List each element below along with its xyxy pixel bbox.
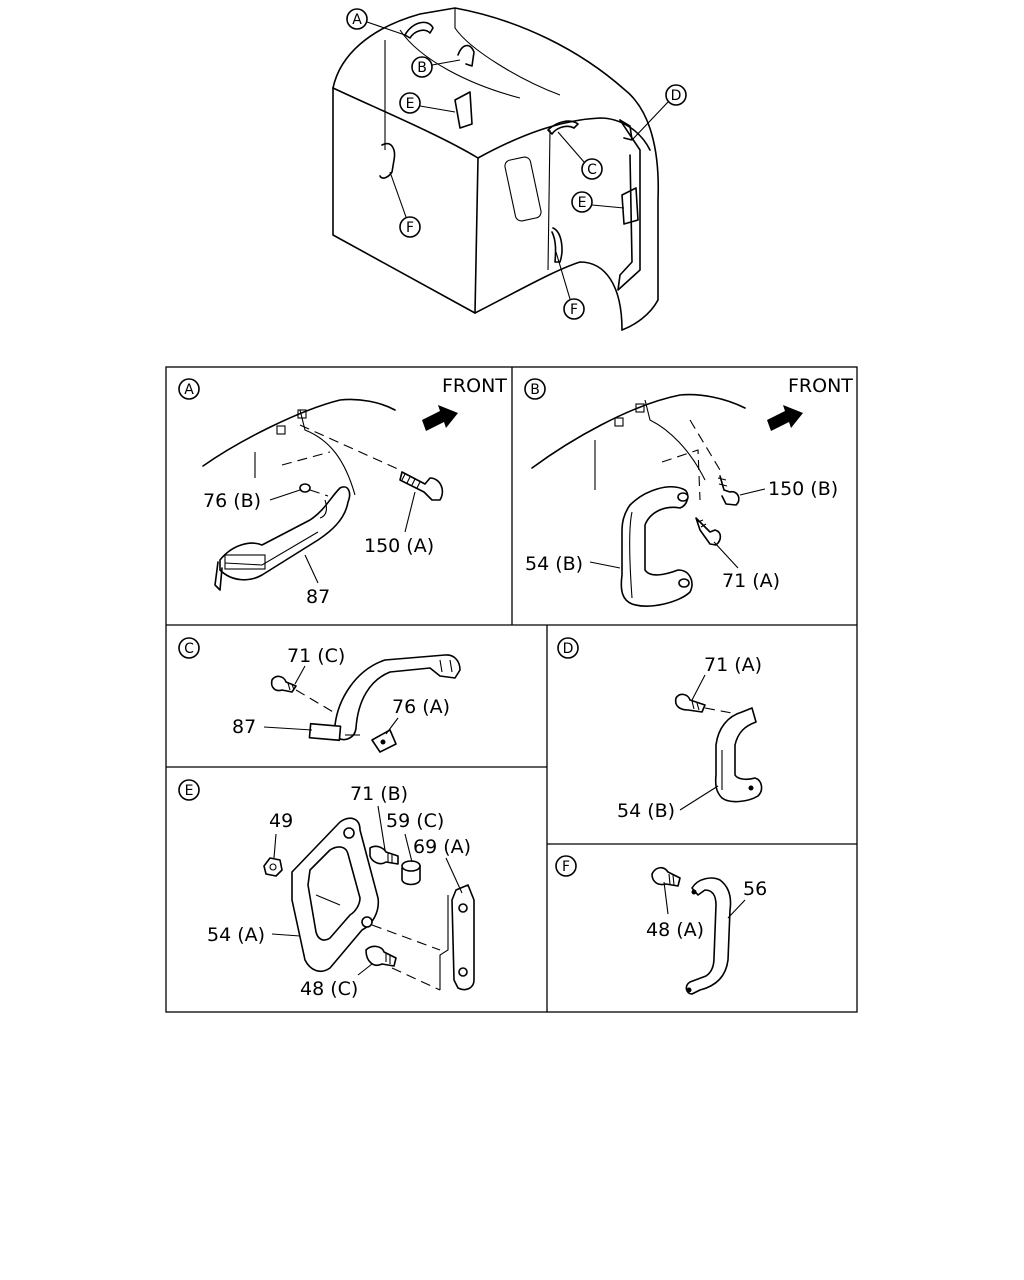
panel-C-letter: C [184,641,194,657]
panel-F-letter: F [562,859,570,875]
label-69a: 69 (A) [413,836,471,858]
bolt-71c [270,675,297,693]
label-71c: 71 (C) [287,645,345,667]
label-59c: 59 (C) [386,810,444,832]
cab-overview-drawing [332,7,660,331]
bracket-54a [291,817,380,972]
bracket-69a [439,884,475,991]
bolt-150b [717,475,740,506]
handle-56 [685,877,732,995]
panel-D: D 71 (A) 54 (B) [557,637,763,822]
label-48c: 48 (C) [300,978,358,1000]
label-76a: 76 (A) [392,696,450,718]
bolt-48c [365,945,397,967]
panel-B-letter: B [530,382,540,398]
callout-F-right: F [570,302,578,318]
callout-E-right: E [578,195,587,211]
label-56: 56 [743,878,767,900]
panel-C: C 71 (C) 76 (A) 87 [178,637,461,753]
collar-59c [401,860,421,886]
bolt-71a-b [695,517,722,546]
panel-D-letter: D [563,641,574,657]
label-54b-d: 54 (B) [617,800,675,822]
label-150b: 150 (B) [768,478,838,500]
panel-E: E [178,779,475,1000]
callout-B: B [417,60,427,76]
label-87-a: 87 [306,586,330,608]
label-49: 49 [269,810,293,832]
callout-D: D [671,88,682,104]
callout-C: C [587,162,597,178]
grab-handle-87-c [308,654,461,753]
panel-B-front-label: FRONT [788,375,853,397]
label-71b: 71 (B) [350,783,408,805]
panel-A-front-label: FRONT [442,375,507,397]
overview-callouts: A B E F C D E F [346,8,687,320]
panel-F: F 56 48 (A) [555,855,767,995]
label-54a: 54 (A) [207,924,265,946]
bolt-48a [651,866,681,887]
panel-E-letter: E [185,783,194,799]
clip-76b [299,483,329,497]
panel-A-letter: A [184,382,194,398]
panel-B: B FRONT 150 (B) 54 (B) 71 (A) [524,375,853,607]
handle-54b [620,486,693,607]
label-150a: 150 (A) [364,535,434,557]
bolt-150a [399,471,444,501]
callout-A: A [352,12,362,28]
label-48a: 48 (A) [646,919,704,941]
nut-49 [263,857,283,877]
grab-handle-87 [214,486,351,591]
callout-E-top: E [406,96,415,112]
bolt-71a-d [674,693,706,713]
label-71a-d: 71 (A) [704,654,762,676]
handle-54b-d [714,707,763,803]
label-76b: 76 (B) [203,490,261,512]
callout-F-left: F [406,220,414,236]
front-arrow-icon-b [767,405,803,431]
label-71a-b: 71 (A) [722,570,780,592]
bolt-71b [369,845,399,865]
panel-A: A FRONT 76 (B) 150 (A) [178,375,507,608]
label-87-c: 87 [232,716,256,738]
label-54b-b: 54 (B) [525,553,583,575]
detail-grid [165,366,858,1013]
front-arrow-icon [422,405,458,431]
